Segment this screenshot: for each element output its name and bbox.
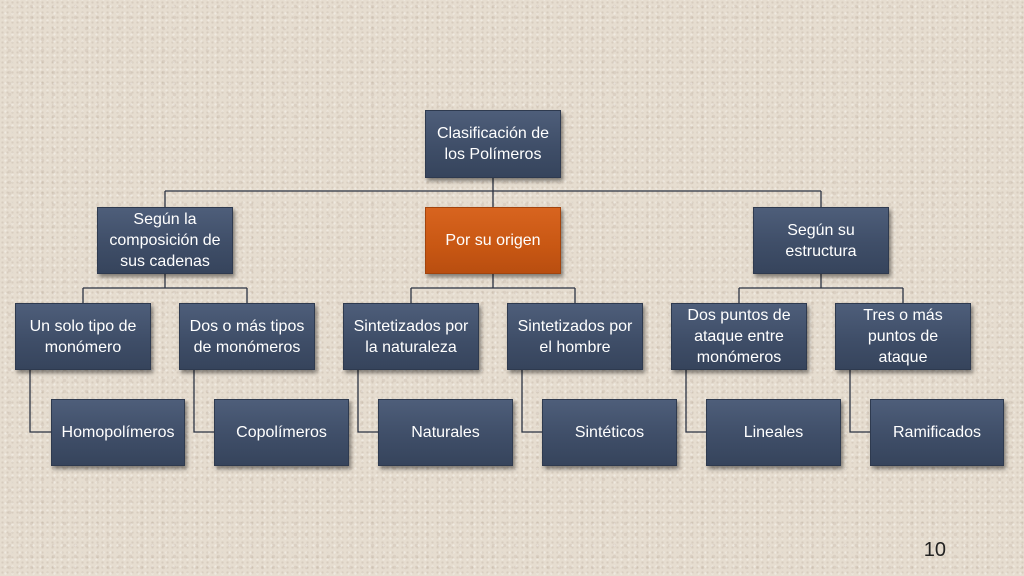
connector-root-to-categories bbox=[164, 178, 822, 207]
subtype-multiple-monomers: Dos o más tipos de monómeros bbox=[179, 303, 315, 370]
page-number: 10 bbox=[923, 539, 946, 561]
connector-copolimeros bbox=[193, 370, 214, 433]
root-node: Clasificación de los Polímeros bbox=[425, 110, 561, 178]
connector-naturales bbox=[357, 370, 378, 433]
category-structure: Según su estructura bbox=[753, 207, 889, 274]
result-homopolimeros: Homopolímeros bbox=[51, 399, 185, 466]
connector-lineales bbox=[685, 370, 706, 433]
connector-origin-to-subtypes bbox=[410, 274, 576, 303]
subtype-two-attack-points: Dos puntos de ataque entre monómeros bbox=[671, 303, 807, 370]
result-copolimeros: Copolímeros bbox=[214, 399, 349, 466]
subtype-human-origin: Sintetizados por el hombre bbox=[507, 303, 643, 370]
connector-composition-to-subtypes bbox=[82, 274, 248, 303]
subtype-three-attack-points: Tres o más puntos de ataque bbox=[835, 303, 971, 370]
subtype-natural-origin: Sintetizados por la naturaleza bbox=[343, 303, 479, 370]
category-origin: Por su origen bbox=[425, 207, 561, 274]
connector-sinteticos bbox=[521, 370, 542, 433]
result-sinteticos: Sintéticos bbox=[542, 399, 677, 466]
connector-structure-to-subtypes bbox=[738, 274, 904, 303]
category-composition: Según la composición de sus cadenas bbox=[97, 207, 233, 274]
connector-ramificados bbox=[849, 370, 870, 433]
connector-homopolimeros bbox=[29, 370, 51, 433]
result-lineales: Lineales bbox=[706, 399, 841, 466]
result-naturales: Naturales bbox=[378, 399, 513, 466]
subtype-single-monomer: Un solo tipo de monómero bbox=[15, 303, 151, 370]
result-ramificados: Ramificados bbox=[870, 399, 1004, 466]
